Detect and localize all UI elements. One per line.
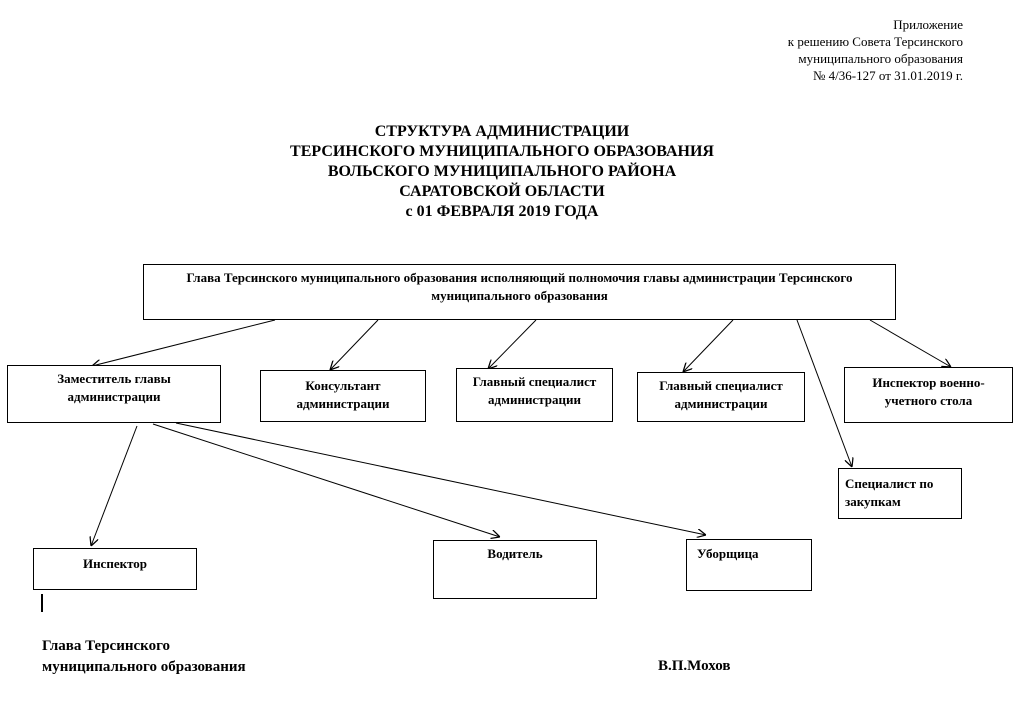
node-head: Глава Терсинского муниципального образов… bbox=[143, 264, 896, 320]
node-military-inspector: Инспектор военно-учетного стола bbox=[844, 367, 1013, 423]
node-military-inspector-label: Инспектор военно-учетного стола bbox=[872, 375, 985, 408]
link-deputy-to-driver bbox=[152, 423, 500, 537]
title-line: САРАТОВСКОЙ ОБЛАСТИ bbox=[399, 183, 605, 200]
link-head-to-military-inspector bbox=[869, 319, 951, 367]
signature-position: Глава Терсинского муниципального образов… bbox=[42, 636, 246, 678]
node-driver: Водитель bbox=[433, 540, 597, 599]
node-chief-specialist-2: Главный специалист администрации bbox=[637, 372, 805, 422]
link-deputy-to-cleaner bbox=[175, 422, 706, 535]
node-chief-specialist-2-label: Главный специалист администрации bbox=[659, 378, 783, 411]
signature-position-line: муниципального образования bbox=[42, 659, 246, 675]
node-deputy-label: Заместитель главы администрации bbox=[57, 371, 171, 404]
node-procurement-specialist: Специалист по закупкам bbox=[838, 468, 962, 519]
appendix-line: муниципального образования bbox=[798, 51, 963, 66]
node-consultant-label: Консультант администрации bbox=[296, 378, 390, 411]
node-inspector-label: Инспектор bbox=[82, 556, 148, 571]
node-cleaner: Уборщица bbox=[686, 539, 812, 591]
node-driver-label: Водитель bbox=[487, 546, 543, 561]
node-consultant: Консультант администрации bbox=[260, 370, 426, 422]
node-chief-specialist-1-label: Главный специалист администрации bbox=[472, 374, 597, 407]
link-deputy-to-inspector bbox=[91, 425, 138, 546]
link-head-to-procurement bbox=[796, 319, 852, 467]
node-head-label: Глава Терсинского муниципального образов… bbox=[186, 270, 853, 303]
text-cursor bbox=[41, 594, 43, 612]
appendix-header: Приложение к решению Совета Терсинского … bbox=[663, 16, 963, 84]
title-line: ТЕРСИНСКОГО МУНИЦИПАЛЬНОГО ОБРАЗОВАНИЯ bbox=[290, 143, 714, 160]
document-title: СТРУКТУРА АДМИНИСТРАЦИИ ТЕРСИНСКОГО МУНИ… bbox=[200, 122, 804, 222]
appendix-line: к решению Совета Терсинского bbox=[787, 34, 963, 49]
node-procurement-specialist-label: Специалист по закупкам bbox=[845, 476, 934, 509]
link-head-to-chief-specialist-2 bbox=[683, 319, 734, 372]
node-deputy: Заместитель главы администрации bbox=[7, 365, 221, 423]
title-line: ВОЛЬСКОГО МУНИЦИПАЛЬНОГО РАЙОНА bbox=[327, 163, 677, 180]
appendix-line: № 4/36-127 от 31.01.2019 г. bbox=[813, 68, 963, 83]
link-head-to-consultant bbox=[330, 319, 379, 370]
title-line: СТРУКТУРА АДМИНИСТРАЦИИ bbox=[374, 123, 630, 140]
signature-position-line: Глава Терсинского bbox=[42, 638, 171, 654]
title-line: с 01 ФЕВРАЛЯ 2019 ГОДА bbox=[405, 203, 599, 220]
node-chief-specialist-1: Главный специалист администрации bbox=[456, 368, 613, 422]
link-head-to-chief-specialist-1 bbox=[488, 319, 537, 369]
node-cleaner-label: Уборщица bbox=[697, 546, 759, 561]
appendix-line: Приложение bbox=[893, 17, 963, 32]
link-head-to-deputy bbox=[92, 319, 276, 366]
node-inspector: Инспектор bbox=[33, 548, 197, 590]
signature-name: В.П.Мохов bbox=[658, 658, 731, 674]
